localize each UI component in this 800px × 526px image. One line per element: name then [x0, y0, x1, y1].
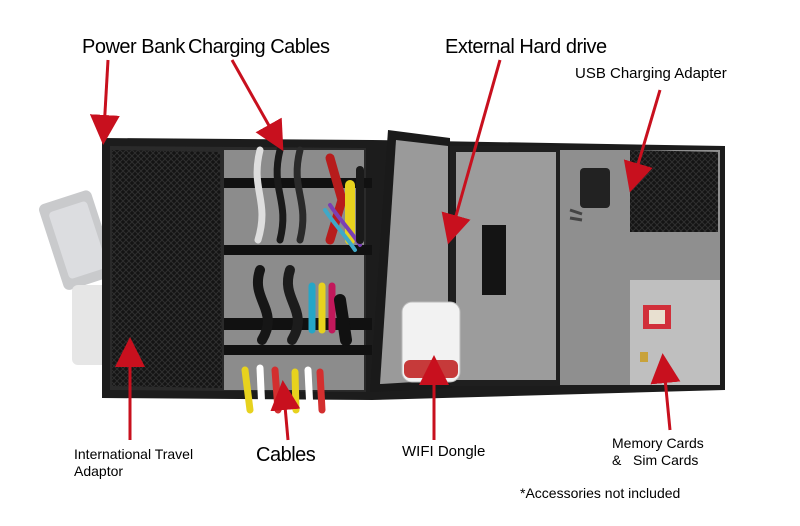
label-travel-adaptor: International Travel Adaptor	[74, 446, 244, 480]
accessories-note: *Accessories not included	[520, 485, 681, 501]
arrow-charging-cables	[230, 59, 284, 152]
arrow-hard-drive	[441, 59, 502, 245]
label-usb-charging-adapter: USB Charging Adapter	[575, 65, 727, 82]
label-memory-line1: Memory Cards	[612, 435, 704, 451]
label-memory-sim-cards: Memory Cards & Sim Cards	[612, 435, 704, 469]
arrow-cables	[270, 380, 301, 441]
arrow-memory-cards	[650, 353, 681, 431]
callout-arrows	[89, 59, 681, 441]
label-travel-adaptor-line1: International Travel	[74, 446, 194, 462]
organizer-case	[102, 130, 725, 416]
arrow-power-bank	[89, 59, 120, 145]
label-cables: Cables	[256, 444, 316, 466]
label-wifi-dongle: WIFI Dongle	[402, 443, 486, 460]
label-power-bank: Power Bank	[82, 36, 185, 58]
arrow-usb-adapter	[623, 89, 662, 193]
label-travel-adaptor-line2: Adaptor	[74, 463, 124, 479]
label-charging-cables: Charging Cables	[188, 36, 330, 58]
label-external-hard-drive: External Hard drive	[445, 36, 607, 58]
label-memory-line2: & Sim Cards	[612, 452, 699, 468]
